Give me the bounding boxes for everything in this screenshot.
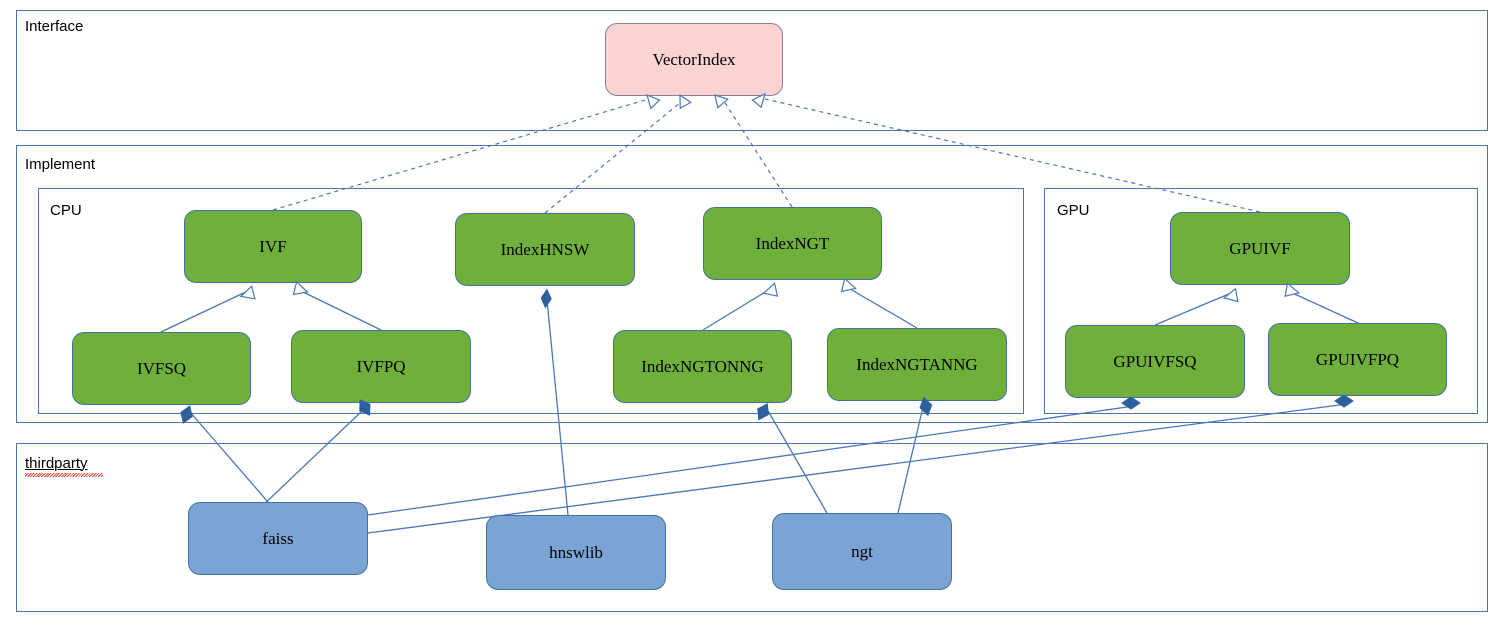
container-gpu [1044, 188, 1478, 414]
generalization-arrowhead-indexngtanng [840, 277, 857, 293]
node-label-indexngtanng: IndexNGTANNG [856, 354, 978, 374]
generalization-arrowhead-ivfsq [239, 285, 256, 300]
edge-ngt-indexngtanng [897, 406, 924, 514]
container-label-cpu: CPU [50, 202, 82, 219]
node-ivfsq[interactable]: IVFSQ [72, 332, 251, 405]
edge-indexngtanng-indexngt [844, 285, 918, 329]
edge-ivfpq-ivf [296, 288, 382, 331]
node-label-ivfsq: IVFSQ [136, 358, 187, 378]
node-label-ngt: ngt [851, 541, 873, 561]
node-indexngtanng[interactable]: IndexNGTANNG [827, 328, 1007, 401]
node-label-indexngtonng: IndexNGTONNG [641, 356, 764, 376]
composition-diamond-gpuivfsq [1121, 396, 1141, 410]
edge-faiss-ivfsq [189, 411, 269, 503]
edge-gpuivfsq-gpuivf [1154, 290, 1237, 326]
node-label-indexngt: IndexNGT [755, 233, 830, 253]
realization-arrowhead-indexngt [714, 94, 729, 109]
node-label-gpuivfpq: GPUIVFPQ [1315, 349, 1400, 369]
edge-ivf-vectorindex [272, 97, 653, 211]
realization-arrowhead-ivf [646, 93, 661, 110]
container-label-gpu: GPU [1057, 202, 1090, 219]
spellcheck-squiggle-icon [25, 473, 103, 477]
generalization-arrowhead-ivfpq [292, 280, 309, 296]
container-interface [16, 10, 1488, 131]
container-label-thirdparty: thirdparty [25, 455, 88, 472]
node-ngt[interactable]: ngt [772, 513, 952, 590]
node-label-indexhnsw: IndexHNSW [500, 239, 590, 259]
node-gpuivf[interactable]: GPUIVF [1170, 212, 1350, 285]
generalization-arrowhead-gpuivfsq [1222, 287, 1239, 303]
edge-indexhnsw-vectorindex [544, 97, 687, 214]
edge-faiss-ivfpq [258, 410, 363, 510]
node-label-gpuivf: GPUIVF [1229, 238, 1291, 258]
node-label-hnswlib: hnswlib [549, 542, 603, 562]
edge-ngt-indexngtonng [766, 408, 828, 514]
edge-hnswlib-indexhnsw [546, 299, 569, 516]
composition-diamond-indexhnsw [540, 288, 552, 309]
node-faiss[interactable]: faiss [188, 502, 368, 575]
node-indexngtonng[interactable]: IndexNGTONNG [613, 330, 792, 403]
container-thirdparty [16, 443, 1488, 612]
node-indexngt[interactable]: IndexNGT [703, 207, 882, 280]
node-label-gpuivfsq: GPUIVFSQ [1113, 351, 1197, 371]
composition-diamond-gpuivfpq [1334, 394, 1354, 408]
edge-faiss-gpuivfsq [367, 405, 1135, 516]
generalization-arrowhead-indexngtonng [762, 282, 779, 297]
node-label-faiss: faiss [262, 528, 294, 548]
container-cpu [38, 188, 1024, 414]
edge-indexngt-vectorindex [721, 97, 793, 208]
composition-diamond-indexngtonng [757, 403, 769, 421]
composition-diamond-ivfsq [180, 405, 193, 424]
node-label-ivfpq: IVFPQ [356, 356, 406, 376]
node-hnswlib[interactable]: hnswlib [486, 515, 666, 590]
container-label-implement: Implement [25, 156, 96, 173]
node-ivf[interactable]: IVF [184, 210, 362, 283]
node-label-vectorindex: VectorIndex [652, 49, 736, 69]
node-gpuivfpq[interactable]: GPUIVFPQ [1268, 323, 1447, 396]
edge-gpuivfpq-gpuivf [1287, 290, 1359, 324]
node-ivfpq[interactable]: IVFPQ [291, 330, 471, 403]
node-gpuivfsq[interactable]: GPUIVFSQ [1065, 325, 1245, 398]
edge-faiss-gpuivfpq [367, 403, 1348, 534]
edge-ivfsq-ivf [160, 288, 253, 333]
generalization-arrowhead-gpuivfpq [1284, 282, 1301, 298]
composition-diamond-indexngtanng [919, 396, 933, 417]
node-label-ivf: IVF [259, 236, 287, 256]
realization-arrowhead-indexhnsw [679, 93, 692, 110]
node-indexhnsw[interactable]: IndexHNSW [455, 213, 635, 286]
container-label-interface: Interface [25, 18, 84, 35]
node-vectorindex[interactable]: VectorIndex [605, 23, 783, 96]
composition-diamond-ivfpq [359, 399, 371, 416]
realization-arrowhead-gpuivf [751, 92, 766, 109]
